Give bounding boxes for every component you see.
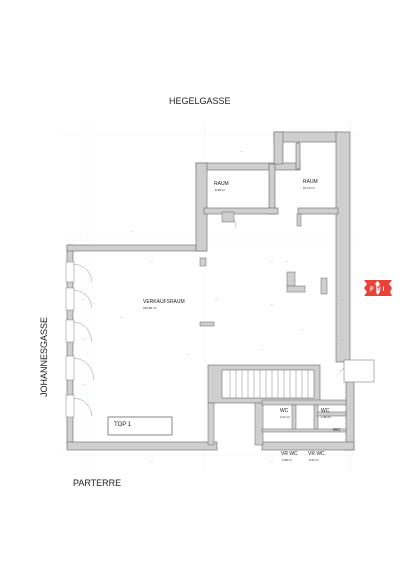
svg-text:---: --- (340, 297, 343, 301)
svg-text:---: --- (270, 302, 273, 306)
svg-text:---: --- (120, 315, 123, 319)
street-north: HEGELGASSE (169, 96, 231, 106)
street-west: JOHANNESGASSE (39, 317, 49, 397)
room-vr-wc-2-name: VR WC (308, 451, 325, 457)
svg-text:---: --- (340, 337, 343, 341)
outer-walls (66, 131, 355, 451)
room-raum-2-area: 10,73 m² (303, 186, 315, 190)
unit-label: TOP 1 (114, 422, 132, 428)
room-vr-wc-1-area: 2,08 m² (282, 458, 292, 462)
svg-text:---: --- (82, 337, 85, 341)
svg-text:---: --- (186, 352, 189, 356)
room-labels: RAUM 8,48 m² RAUM 10,73 m² VERKAUFSRAUM … (114, 179, 341, 462)
svg-text:---: --- (82, 297, 85, 301)
svg-text:---: --- (215, 297, 218, 301)
room-vr-wc-2-area: 2,51 m² (309, 458, 319, 462)
unit-label-box (107, 416, 173, 436)
dimension-marks: --- --- --- --- --- --- --- --- --- --- … (82, 149, 343, 463)
svg-text:---: --- (130, 229, 133, 233)
fhi-logo: FHI (364, 280, 392, 296)
svg-text:---: --- (150, 459, 153, 463)
room-wc-2-area: 1,96 m² (321, 415, 331, 419)
svg-text:---: --- (82, 382, 85, 386)
wc-walls (207, 399, 347, 446)
room-vr-wc-1-name: VR WC (281, 451, 298, 457)
svg-text:---: --- (240, 149, 243, 153)
logo-text: FHI (370, 286, 386, 293)
svg-text:---: --- (270, 459, 273, 463)
svg-text:---: --- (270, 259, 273, 263)
svg-text:---: --- (150, 259, 153, 263)
svg-text:---: --- (260, 347, 263, 351)
svg-text:---: --- (285, 259, 288, 263)
floor-label: PARTERRE (73, 478, 121, 488)
room-verkaufsraum-name: VERKAUFSRAUM (143, 299, 185, 305)
west-windows (65, 261, 75, 418)
room-wc-1-name: WC (280, 408, 289, 414)
room-verkaufsraum-area: 232,80 m² (143, 306, 157, 310)
room-raum-1-area: 8,48 m² (215, 188, 225, 192)
room-raum-2-name: RAUM (303, 179, 318, 185)
room-wc-2-name: WC (321, 408, 330, 414)
entry-notch (343, 359, 375, 383)
room-wc-1-area: 2,21 m² (280, 415, 290, 419)
svg-text:---: --- (300, 327, 303, 331)
staircase (207, 364, 321, 404)
room-raum-1-name: RAUM (214, 181, 229, 187)
room-wc-3-name: WC (333, 427, 341, 432)
small-walls (199, 211, 328, 327)
